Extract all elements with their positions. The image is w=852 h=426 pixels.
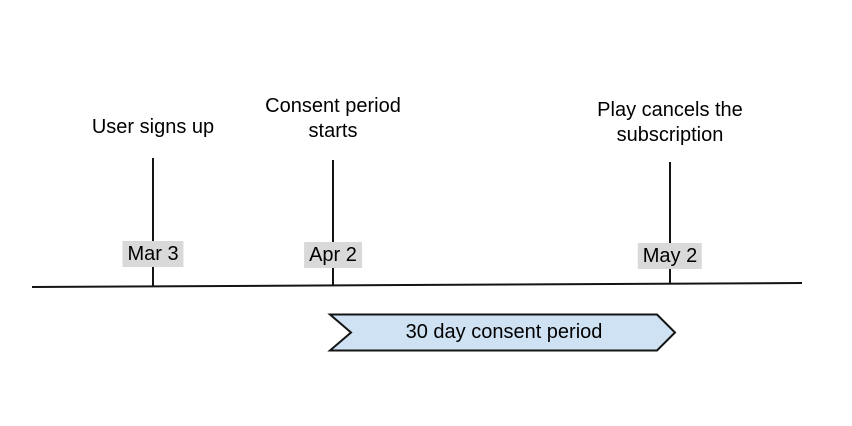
event-label-play-cancels-subscription: Play cancels the subscription: [597, 99, 743, 146]
date-chip-apr-2: Apr 2: [304, 242, 362, 268]
date-chip-may-2: May 2: [637, 243, 703, 269]
event-label-consent-period-starts: Consent period starts: [265, 95, 401, 142]
date-chip-mar-3: Mar 3: [122, 241, 184, 267]
timeline-axis-line: [31, 282, 803, 288]
consent-period-banner-label: 30 day consent period: [405, 321, 603, 343]
consent-period-banner-shape: [327, 313, 677, 352]
event-label-user-signs-up: User signs up: [91, 116, 215, 138]
